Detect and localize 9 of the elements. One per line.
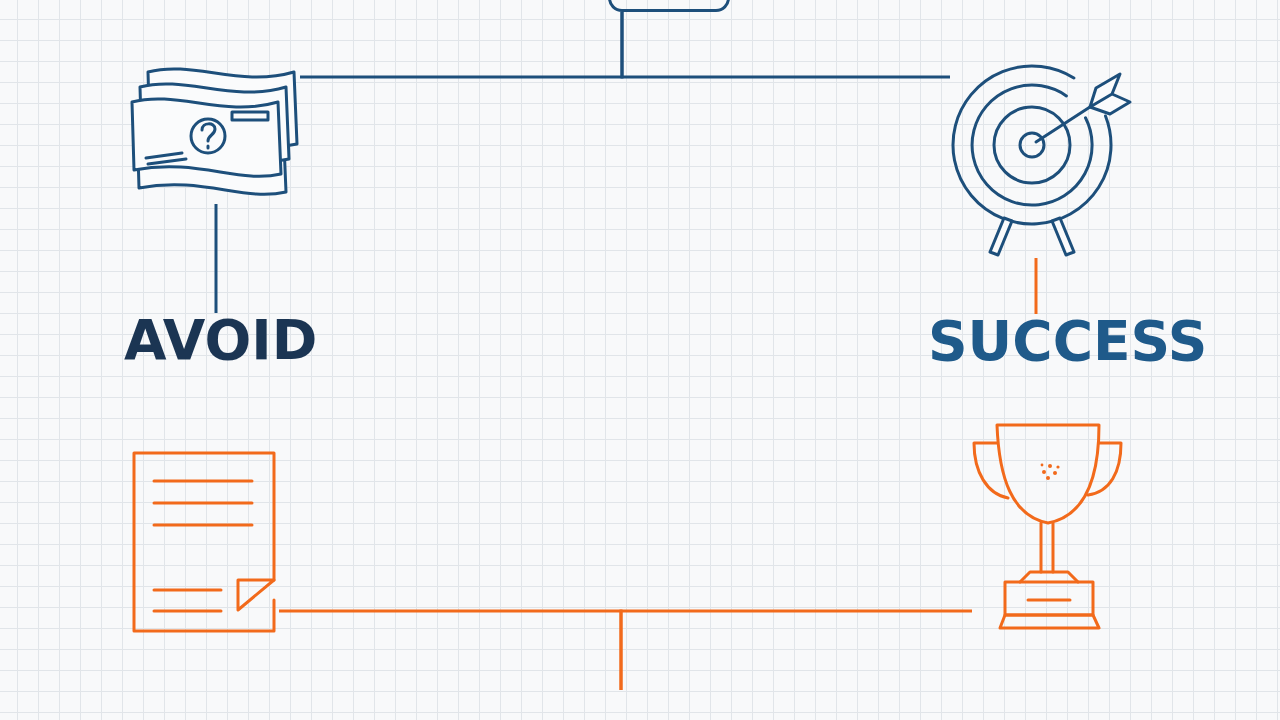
connector-line bbox=[214, 204, 218, 313]
connector-line bbox=[620, 12, 950, 79]
document-icon bbox=[131, 450, 279, 634]
connector-line bbox=[619, 609, 972, 690]
heading-label: AVOID bbox=[124, 313, 318, 368]
connector-line bbox=[1034, 258, 1038, 314]
trophy-icon bbox=[972, 422, 1124, 632]
heading-label: SUCCESS bbox=[928, 314, 1208, 369]
target-icon bbox=[950, 62, 1134, 258]
